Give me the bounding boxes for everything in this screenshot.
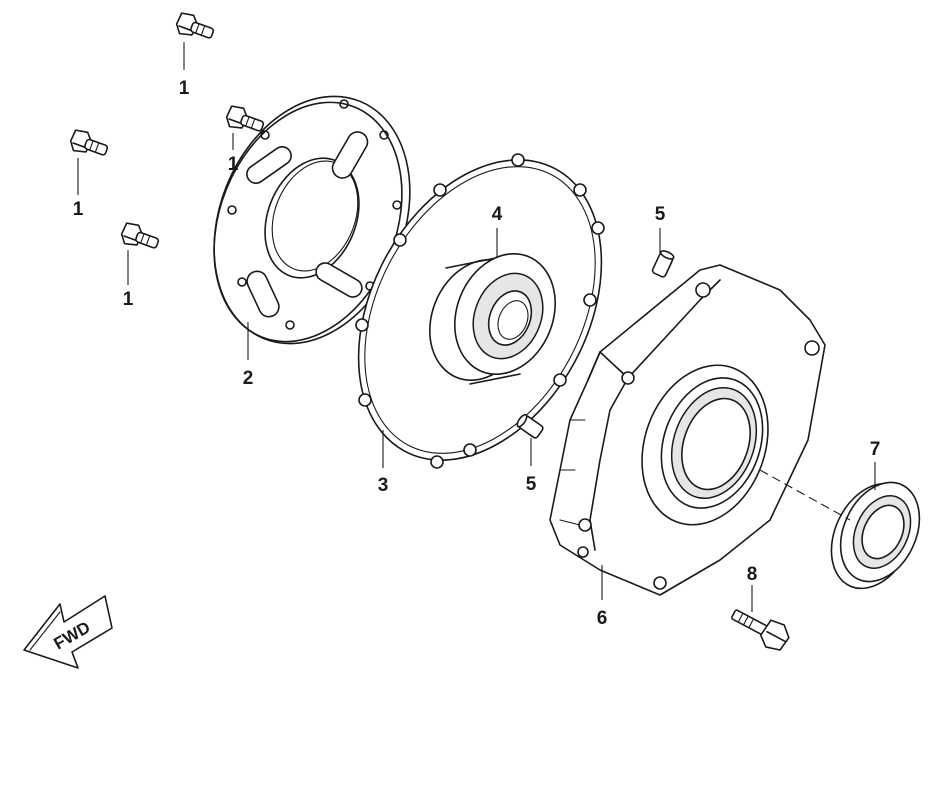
cover-housing (549, 264, 826, 596)
dowel-pin-5a (651, 250, 675, 278)
dowel-pin-5b (516, 413, 544, 439)
callout-4: 4 (492, 204, 503, 225)
flange-bolt-1a (175, 12, 215, 39)
callout-7: 7 (870, 439, 881, 460)
callout-1d: 1 (123, 289, 134, 310)
flange-bolt-1b (225, 105, 265, 132)
callout-5a: 5 (655, 204, 666, 225)
bearing (428, 252, 557, 385)
flange-bolt-1d (120, 222, 160, 249)
callout-3: 3 (378, 475, 389, 496)
callout-1a: 1 (179, 78, 190, 99)
callout-2: 2 (243, 368, 254, 389)
flange-plate (213, 95, 411, 345)
callout-8: 8 (747, 564, 758, 585)
callout-1b: 1 (228, 154, 239, 175)
callout-5b: 5 (526, 474, 537, 495)
callout-1c: 1 (73, 199, 84, 220)
oil-seal (830, 481, 921, 590)
assembly-axis-line (759, 469, 851, 521)
callout-6: 6 (597, 608, 608, 629)
flange-bolt-1c (69, 129, 109, 156)
hex-bolt (731, 609, 790, 651)
forward-arrow-icon: FWD (23, 595, 113, 669)
